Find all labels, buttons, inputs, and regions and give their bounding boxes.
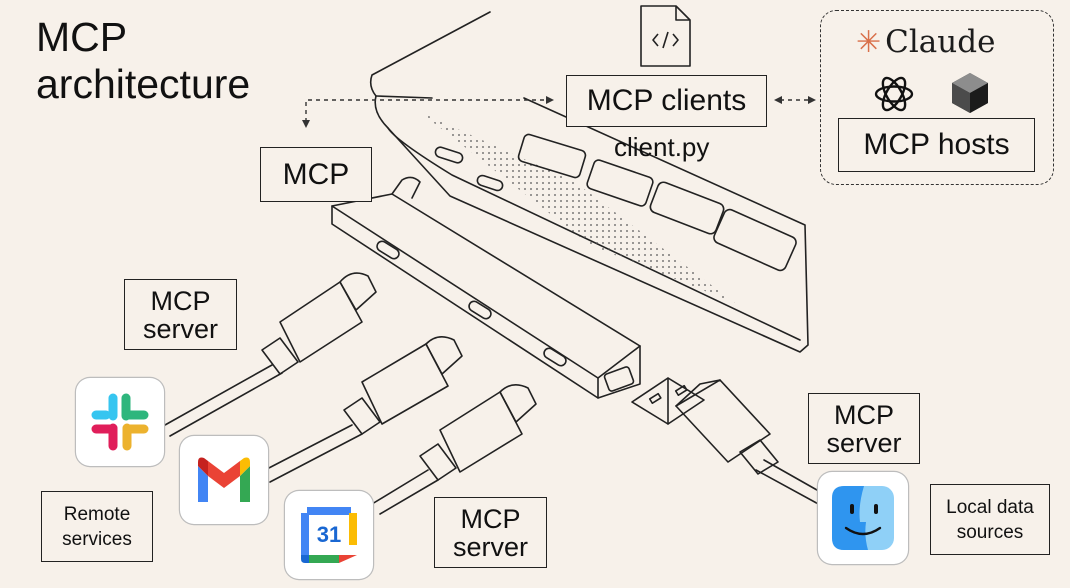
mcp-clients-box: MCP clients bbox=[566, 75, 767, 127]
finder-app bbox=[818, 472, 908, 564]
usb-c-cable bbox=[264, 336, 463, 483]
remote-label-line-1: Remote bbox=[63, 503, 131, 525]
google-calendar-app: 31 bbox=[285, 491, 373, 579]
server-label-line-2: server bbox=[452, 531, 528, 562]
dashed-connectors bbox=[305, 99, 810, 122]
speaker-grille bbox=[420, 112, 735, 303]
usb-c-cable bbox=[164, 272, 377, 437]
mcp-hosts-group bbox=[820, 10, 1054, 185]
google-calendar-icon bbox=[301, 507, 357, 563]
claude-wordmark: Claude bbox=[885, 24, 996, 60]
remote-services-box: Remote services bbox=[41, 491, 153, 562]
claude-logo-icon: ✳ bbox=[856, 25, 882, 60]
mcp-label-box: MCP bbox=[260, 147, 372, 202]
mcp-hosts-label: MCP hosts bbox=[863, 128, 1010, 161]
openai-logo-icon bbox=[874, 76, 914, 112]
finder-icon bbox=[832, 486, 894, 550]
gmail-icon bbox=[198, 457, 250, 502]
arrowhead bbox=[546, 96, 554, 104]
arrowhead bbox=[774, 96, 782, 104]
gmail-app bbox=[180, 436, 268, 524]
usb-c-cable bbox=[371, 384, 537, 515]
laptop-base bbox=[374, 95, 809, 353]
local-label-line-1: Local data bbox=[946, 496, 1034, 518]
server-label-line-1: MCP bbox=[834, 399, 894, 430]
laptop-keys bbox=[517, 133, 797, 272]
mcp-server-box-calendar: MCP server bbox=[434, 497, 547, 568]
title-line-2: architecture bbox=[36, 61, 251, 107]
server-label-line-1: MCP bbox=[460, 503, 521, 534]
server-label-line-2: server bbox=[142, 313, 218, 344]
slack-icon bbox=[91, 393, 149, 451]
laptop-base-edge bbox=[387, 127, 801, 341]
cube-logo-icon bbox=[952, 73, 988, 113]
laptop-port bbox=[434, 146, 464, 164]
mcp-server-box-remote: MCP server bbox=[124, 279, 237, 350]
server-label-line-2: server bbox=[826, 427, 902, 458]
laptop-lid-bottom bbox=[375, 95, 433, 99]
laptop-port bbox=[476, 174, 504, 192]
usb-a-cable bbox=[631, 377, 825, 507]
local-data-sources-box: Local data sources bbox=[930, 484, 1050, 555]
arrowhead bbox=[808, 96, 816, 104]
mcp-label: MCP bbox=[282, 157, 350, 191]
title-line-1: MCP bbox=[36, 14, 128, 60]
arrowhead bbox=[302, 120, 310, 128]
client-file-label: client.py bbox=[614, 132, 710, 162]
mcp-server-box-local: MCP server bbox=[808, 393, 920, 464]
page-title: MCP architecture bbox=[36, 14, 250, 108]
calendar-day-number: 31 bbox=[316, 522, 342, 547]
slack-app bbox=[76, 378, 164, 466]
code-file-icon bbox=[640, 5, 691, 67]
remote-label-line-2: services bbox=[62, 528, 132, 550]
laptop-screen-edge bbox=[369, 11, 491, 97]
mcp-hosts-box: MCP hosts bbox=[838, 118, 1035, 172]
local-label-line-2: sources bbox=[956, 521, 1024, 543]
dashed-arrow-mcp-to-clients bbox=[305, 99, 545, 122]
server-label-line-1: MCP bbox=[150, 285, 211, 316]
claude-logo: ✳Claude bbox=[856, 24, 995, 60]
mcp-clients-label: MCP clients bbox=[586, 84, 747, 117]
